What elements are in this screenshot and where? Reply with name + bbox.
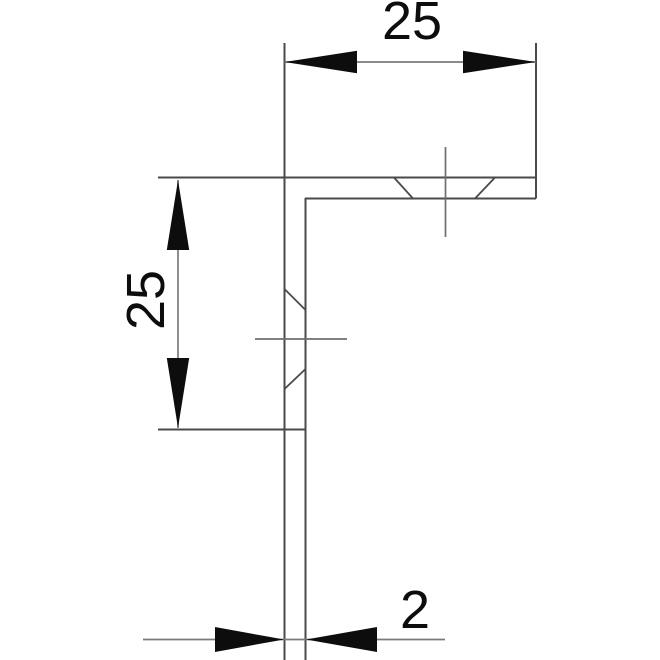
dimension-thickness: 2 — [143, 580, 445, 652]
leg-top-notch-diagonal — [283, 288, 307, 311]
notch-marks — [283, 176, 496, 390]
height-arrow-top-icon — [166, 180, 190, 250]
profile-outline — [158, 43, 537, 660]
thickness-arrow-right-icon — [306, 627, 377, 652]
height-dimension-label: 25 — [116, 270, 176, 330]
thickness-arrow-left-icon — [215, 627, 284, 652]
flange-right-notch-diagonal — [474, 176, 496, 200]
dimension-width: 25 — [284, 0, 536, 74]
thickness-dimension-label: 2 — [400, 580, 430, 640]
width-arrow-right-icon — [463, 50, 536, 74]
height-arrow-bottom-icon — [166, 358, 190, 428]
width-arrow-left-icon — [284, 50, 357, 74]
width-dimension-label: 25 — [382, 0, 442, 51]
dimension-height: 25 — [116, 180, 190, 428]
flange-left-notch-diagonal — [393, 176, 414, 200]
leg-bottom-notch-diagonal — [283, 368, 307, 390]
center-marks — [255, 147, 447, 340]
